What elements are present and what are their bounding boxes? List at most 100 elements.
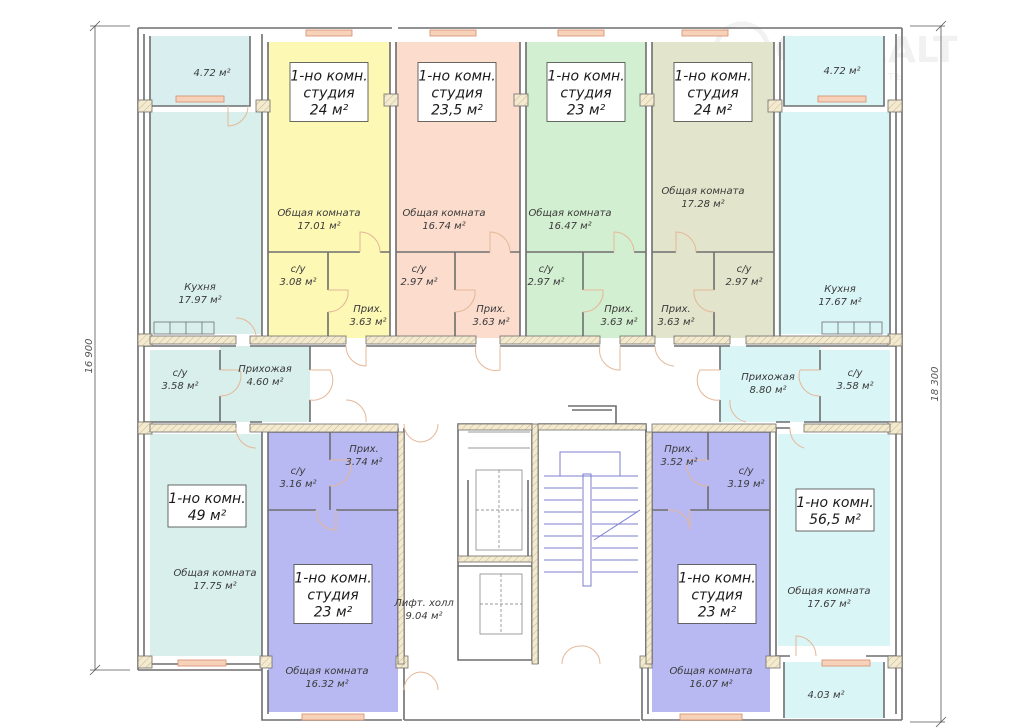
room-area: 17.75 м²	[193, 581, 236, 592]
room-area: 17.28 м²	[681, 199, 724, 210]
apartment-label-a8: 1-но комн.56,5 м²	[795, 488, 875, 532]
room-area: 16.32 м²	[305, 679, 348, 690]
apartment-title: 1-но комн.	[547, 69, 624, 85]
dimension-right: 18 300	[930, 367, 941, 402]
room-area: 4.03 м²	[808, 690, 845, 701]
room-name: Прихожая	[741, 372, 795, 383]
apartment-label-box	[546, 62, 626, 122]
room-name: с/у	[848, 368, 864, 379]
windows	[175, 29, 871, 721]
room-balcony-br: 4.03 м²	[808, 690, 845, 701]
room-a5-bath: с/у3.58 м²	[162, 368, 199, 392]
room-name: Общая комната	[669, 665, 752, 677]
room-name: Прих.	[604, 304, 633, 315]
room-a1-living: Общая комната 17.01 м²	[277, 207, 360, 232]
apartment-subtitle: студия	[560, 86, 611, 102]
room-name: с/у	[291, 264, 307, 275]
bath-a8	[820, 350, 890, 422]
room-a7-bath: с/у3.19 м²	[728, 466, 765, 490]
room-area: 3.63 м²	[350, 317, 387, 328]
room-a6-living: Общая комната 16.32 м²	[285, 665, 368, 690]
room-area: 3.63 м²	[473, 317, 510, 328]
room-area: 2.97 м²	[401, 277, 438, 288]
apartment-subtitle: студия	[307, 588, 358, 604]
room-area: 17.01 м²	[297, 221, 340, 232]
apartment-label-box	[417, 62, 497, 122]
apartment-area: 24 м²	[310, 103, 349, 119]
room-name: Прих.	[476, 304, 505, 315]
room-name: Общая комната	[285, 665, 368, 677]
room-a6-bath: с/у3.16 м²	[280, 466, 317, 490]
room-area: 17.97 м²	[178, 295, 221, 306]
apartment-title: 1-но комн.	[294, 571, 371, 587]
room-a8-bath: с/у 3.58 м²	[837, 368, 874, 392]
apartment-label-box	[677, 564, 757, 624]
balcony-bottom-right	[784, 662, 884, 718]
room-name: Общая комната	[402, 207, 485, 219]
dimension-left: 16 900	[84, 339, 95, 374]
room-name: Прих.	[353, 304, 382, 315]
apartment-label-a5: 1-но комн.49 м²	[167, 484, 247, 528]
apartment-subtitle: студия	[687, 86, 738, 102]
apartment-title: 1-но комн.	[290, 69, 367, 85]
apartment-subtitle: студия	[691, 588, 742, 604]
room-area: 4.72 м²	[824, 66, 861, 77]
living-a8	[778, 434, 890, 646]
apartment-title: 1-но комн.	[796, 495, 873, 511]
room-name: с/у	[739, 466, 755, 477]
apartment-label-box	[167, 484, 247, 528]
staircase	[544, 451, 641, 587]
apartment-area: 49 м²	[188, 508, 227, 524]
apartment-title: 1-но комн.	[168, 491, 245, 507]
room-name: с/у	[291, 466, 307, 477]
room-area: 3.63 м²	[601, 317, 638, 328]
room-a4-bath: с/у2.97 м²	[726, 264, 763, 288]
room-kitchen-l: Кухня 17.97 м²	[178, 282, 221, 306]
room-area: 3.74 м²	[346, 457, 383, 468]
room-area: 4.60 м²	[247, 377, 284, 388]
stair-arrow	[593, 509, 641, 541]
apartment-area: 23 м²	[567, 103, 606, 119]
room-name: Кухня	[184, 282, 216, 293]
apartment-area: 23 м²	[314, 605, 353, 621]
room-area: 2.97 м²	[726, 277, 763, 288]
apartment-title: 1-но комн.	[674, 69, 751, 85]
room-name: Кухня	[824, 284, 856, 295]
room-a1-hall: Прих. 3.63 м²	[350, 304, 387, 328]
room-area: 3.58 м²	[837, 381, 874, 392]
room-area: 3.58 м²	[162, 381, 199, 392]
room-a5-living: Общая комната 17.75 м²	[173, 567, 256, 592]
room-a2-hall: Прих. 3.63 м²	[473, 304, 510, 328]
room-a1-bath: с/у3.08 м²	[280, 264, 317, 288]
room-name: Общая комната	[173, 567, 256, 579]
room-area: 2.97 м²	[528, 277, 565, 288]
room-fills	[150, 36, 890, 718]
apartment-area: 56,5 м²	[809, 512, 861, 528]
room-name: Лифт. холл	[393, 598, 454, 609]
apartment-label-box	[293, 564, 373, 624]
kitchen-right	[778, 112, 890, 334]
apartment-title: 1-но комн.	[678, 571, 755, 587]
room-area: 16.74 м²	[422, 221, 465, 232]
room-area: 17.67 м²	[807, 599, 850, 610]
room-name: Общая комната	[277, 207, 360, 219]
room-a7-hall: Прих.3.52 м²	[661, 444, 698, 468]
room-area: 3.52 м²	[661, 457, 698, 468]
room-name: Общая комната	[787, 585, 870, 597]
apartment-label-box	[795, 488, 875, 532]
room-name: с/у	[539, 264, 555, 275]
kitchen-left	[150, 112, 262, 334]
stair-landing	[559, 451, 621, 477]
room-area: 8.80 м²	[750, 385, 787, 396]
